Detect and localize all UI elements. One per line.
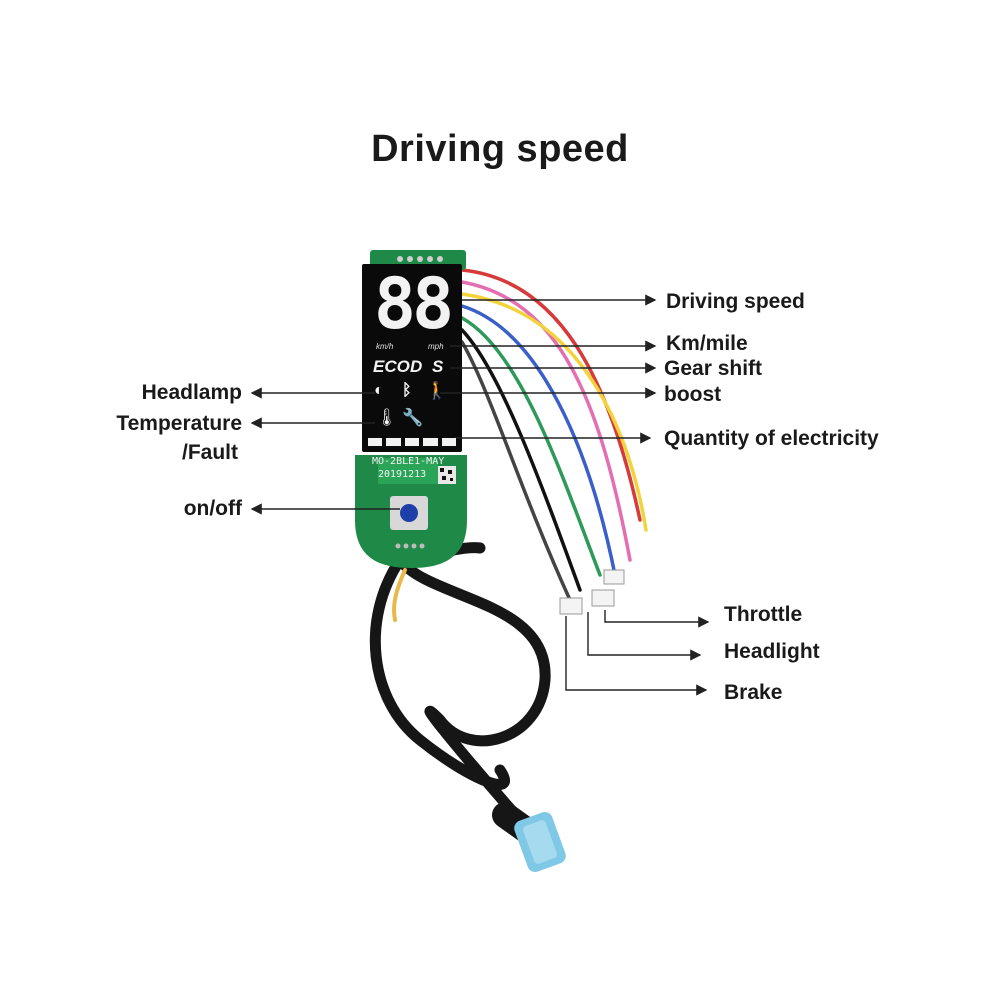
battery-bars <box>368 438 457 446</box>
label-fault: /Fault <box>182 441 238 464</box>
unit-kmh: km/h <box>376 342 394 351</box>
power-button[interactable] <box>400 504 418 522</box>
colored-wires <box>460 268 648 602</box>
label-quantity-of-electricity: Quantity of electricity <box>664 427 879 450</box>
label-brake: Brake <box>724 681 783 704</box>
unit-mph: mph <box>428 342 444 351</box>
board-label-model: MO-2BLE1-MAY <box>372 456 445 467</box>
bluetooth-icon: ᛒ <box>402 382 412 399</box>
page-title: Driving speed <box>371 128 629 170</box>
pointer-headlight <box>587 612 702 661</box>
label-throttle: Throttle <box>724 603 803 626</box>
pointer-lines <box>250 294 710 696</box>
label-boost: boost <box>664 383 722 406</box>
wire-plugs <box>559 569 625 615</box>
cable-end-connector <box>514 812 566 872</box>
pcb-board <box>355 455 467 568</box>
pointer-throttle <box>604 610 710 628</box>
pointer-brake <box>565 616 708 696</box>
speed-digits: 88 <box>373 263 454 345</box>
label-headlamp: Headlamp <box>141 381 242 404</box>
label-headlight: Headlight <box>724 640 820 663</box>
mode-d: D <box>410 357 423 376</box>
label-on-off: on/off <box>183 497 242 520</box>
lcd-screen <box>362 264 462 452</box>
mode-eco: ECO <box>373 357 410 376</box>
headlamp-icon: ◐ <box>374 382 384 399</box>
label-gear-shift: Gear shift <box>664 357 763 380</box>
mode-s: S <box>432 357 444 376</box>
thermometer-icon: 🌡 <box>376 408 398 427</box>
lcd-content: 88 km/h mph ECO D S ◐ ᛒ 🚶 🌡 🔧 <box>362 264 462 452</box>
walk-icon: 🚶 <box>426 381 448 400</box>
label-temperature: Temperature <box>116 412 242 435</box>
label-km-mile: Km/mile <box>666 332 748 355</box>
cable-loop <box>369 542 553 853</box>
board-label-date: 20191213 <box>378 469 427 480</box>
label-driving-speed: Driving speed <box>666 290 805 313</box>
wrench-icon: 🔧 <box>402 408 424 427</box>
